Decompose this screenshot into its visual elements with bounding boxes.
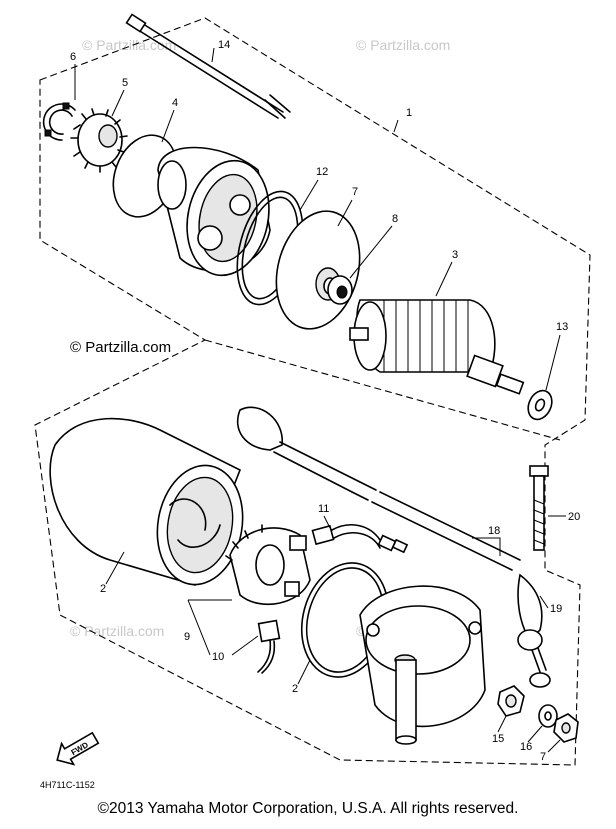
leader-15 (497, 715, 507, 733)
watermark-top-right: © Partzilla.com (356, 37, 450, 53)
callout-7-bottom: 7 (540, 751, 546, 763)
part-7-nut (553, 713, 579, 743)
callout-1: 1 (406, 107, 412, 119)
part-5-pinion-gear (70, 108, 128, 173)
callout-6: 6 (70, 51, 76, 63)
watermark-top-left: © Partzilla.com (82, 37, 176, 53)
copyright-notice: ©2013 Yamaha Motor Corporation, U.S.A. A… (97, 800, 519, 817)
leader-4 (161, 109, 175, 143)
callout-9: 9 (184, 631, 190, 643)
callout-8: 8 (392, 213, 398, 225)
callout-18: 18 (488, 525, 500, 537)
leader-12 (299, 179, 319, 211)
part-10-brush (257, 619, 281, 674)
part-2-yoke (49, 417, 244, 586)
leader-1 (393, 119, 399, 133)
part-16-washer (538, 704, 558, 728)
leader-5 (111, 89, 125, 117)
terminal-lead (236, 406, 521, 571)
watermark-bottom-left: © Partzilla.com (70, 623, 164, 639)
callout-2-right: 2 (292, 683, 298, 695)
leader-8 (349, 225, 393, 279)
callout-11: 11 (318, 503, 329, 515)
leader-14 (211, 47, 215, 63)
leader-7-bottom (547, 739, 561, 753)
part-19-terminal-boot (517, 573, 551, 688)
callout-10: 10 (212, 651, 224, 663)
callout-5: 5 (122, 77, 128, 89)
callout-12: 12 (316, 166, 328, 178)
part-15-nut (497, 685, 525, 717)
callout-4: 4 (172, 97, 178, 109)
callout-13: 13 (556, 321, 568, 333)
fwd-arrow-icon: FWD (56, 731, 100, 766)
callout-20: 20 (568, 511, 580, 523)
part-code: 4H711C-1152 (40, 780, 95, 790)
callout-7-top: 7 (352, 186, 358, 198)
leader-9 (187, 599, 232, 656)
leader-2-right (297, 659, 311, 685)
subassembly-boundary (204, 339, 561, 441)
brush-holder-plate (225, 524, 311, 606)
part-13-washer (527, 389, 553, 421)
leader-7-top (337, 199, 353, 227)
leader-18 (472, 537, 501, 556)
leader-19 (539, 595, 549, 609)
leader-2-left (105, 551, 125, 585)
part-20-bolt (529, 465, 549, 551)
part-14-through-bolt (125, 13, 291, 119)
part-8-bushing (327, 275, 353, 305)
leader-3 (435, 261, 453, 297)
part-6-circlip (42, 102, 76, 141)
callout-16: 16 (520, 741, 532, 753)
leader-13 (545, 334, 561, 391)
callout-14: 14 (218, 39, 230, 51)
leader-11 (323, 515, 331, 529)
part-3-armature (349, 299, 525, 395)
callout-2-left: 2 (100, 583, 106, 595)
rear-housing (359, 585, 486, 745)
callout-15: 15 (492, 733, 504, 745)
watermark-center: © Partzilla.com (70, 339, 171, 356)
part-11-connector (311, 524, 409, 554)
leader-10 (231, 635, 259, 656)
assembly-boundary (34, 17, 591, 766)
leader-16 (527, 725, 543, 743)
callout-3: 3 (452, 249, 458, 261)
front-housing (157, 146, 271, 277)
callout-19: 19 (550, 603, 562, 615)
